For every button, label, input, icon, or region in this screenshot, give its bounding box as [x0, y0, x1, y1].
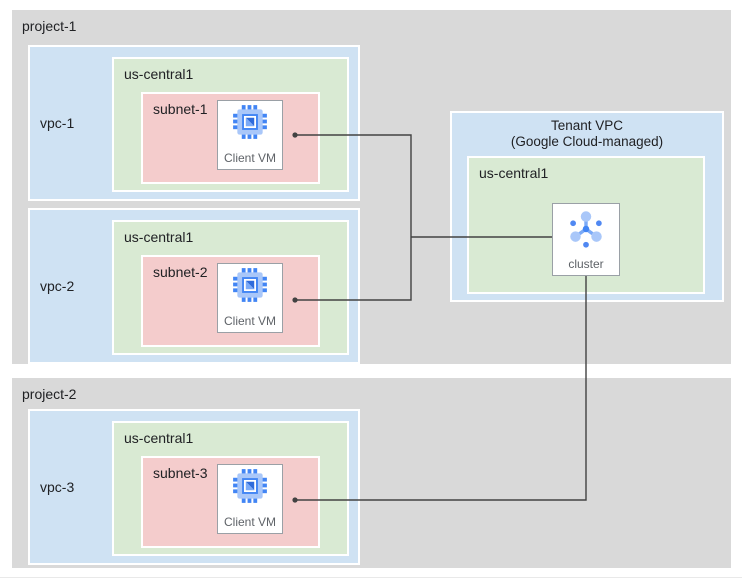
- vpc-2-box: vpc-2 us-central1 subnet-2: [28, 208, 360, 364]
- vpc-1-box: vpc-1 us-central1 subnet-1: [28, 45, 360, 201]
- subnet-2-box: subnet-2: [141, 255, 320, 347]
- client-vm-1-label: Client VM: [223, 151, 276, 165]
- vpc-2-region-box: us-central1 subnet-2: [112, 220, 349, 355]
- cluster-label: cluster: [568, 257, 604, 271]
- tenant-vpc-title-line1: Tenant VPC: [550, 118, 624, 133]
- tenant-region-box: us-central1 cluster: [467, 156, 705, 294]
- vpc-3-box: vpc-3 us-central1 subnet-3: [28, 409, 360, 565]
- subnet-3-box: subnet-3: [141, 456, 320, 548]
- vpc-1-region-label: us-central1: [124, 66, 194, 82]
- tenant-region-label: us-central1: [479, 165, 549, 181]
- vpc-1-region-box: us-central1 subnet-1: [112, 57, 349, 192]
- project-2-label: project-2: [22, 386, 77, 402]
- subnet-1-label: subnet-1: [153, 101, 208, 117]
- vpc-3-label: vpc-3: [40, 479, 75, 495]
- cluster-node: cluster: [552, 203, 620, 276]
- compute-vm-chip-icon: [233, 469, 267, 503]
- compute-vm-chip-icon: [233, 105, 267, 139]
- vpc-3-region-box: us-central1 subnet-3: [112, 421, 349, 556]
- client-vm-3-node: Client VM: [217, 464, 283, 534]
- subnet-3-label: subnet-3: [153, 465, 208, 481]
- tenant-vpc-title-line2: (Google Cloud-managed): [510, 134, 664, 149]
- vpc-2-label: vpc-2: [40, 278, 75, 294]
- subnet-1-box: subnet-1: [141, 92, 320, 184]
- project-2-box: project-2 vpc-3 us-central1 subnet-3: [12, 378, 731, 568]
- client-vm-2-node: Client VM: [217, 263, 283, 333]
- client-vm-1-node: Client VM: [217, 100, 283, 170]
- vpc-2-region-label: us-central1: [124, 229, 194, 245]
- client-vm-3-label: Client VM: [223, 515, 276, 529]
- tenant-vpc-box: Tenant VPC (Google Cloud-managed) us-cen…: [450, 111, 724, 302]
- client-vm-2-label: Client VM: [223, 314, 276, 328]
- cluster-hub-spoke-icon: [570, 211, 602, 248]
- tenant-vpc-title: Tenant VPC (Google Cloud-managed): [452, 118, 722, 150]
- compute-vm-chip-icon: [233, 268, 267, 302]
- project-1-label: project-1: [22, 18, 77, 34]
- subnet-2-label: subnet-2: [153, 264, 208, 280]
- vpc-3-region-label: us-central1: [124, 430, 194, 446]
- bottom-divider: [0, 577, 742, 578]
- vpc-1-label: vpc-1: [40, 115, 75, 131]
